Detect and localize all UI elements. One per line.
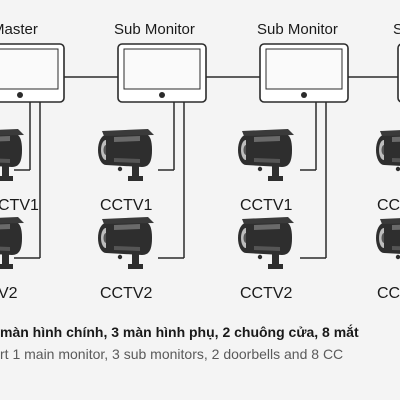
cctv2-label-sub1: CCTV2 bbox=[100, 285, 153, 302]
cctv1-label-sub1: CCTV1 bbox=[100, 197, 153, 214]
sub-monitor-3: S bbox=[393, 21, 400, 103]
cctv-camera-icon bbox=[238, 217, 294, 269]
cctv2-label-sub2: CCTV2 bbox=[240, 285, 293, 302]
svg-text:S: S bbox=[393, 21, 400, 38]
cctv-camera-icon bbox=[238, 129, 294, 181]
cctv-camera-icon bbox=[376, 217, 400, 269]
cctv-camera-icon bbox=[98, 217, 154, 269]
cctv2-label-master: V2 bbox=[0, 285, 18, 302]
master-label: Master bbox=[0, 21, 38, 38]
cctv-camera-icon bbox=[98, 129, 154, 181]
cctv-camera-icon bbox=[376, 129, 400, 181]
cctv1-label-master: CTV1 bbox=[0, 197, 39, 214]
master-monitor: Master bbox=[0, 21, 65, 103]
sub-monitor-2: Sub Monitor bbox=[257, 21, 349, 103]
sub-monitor-2-label: Sub Monitor bbox=[257, 21, 338, 38]
cctv-camera-icon bbox=[0, 129, 24, 181]
cctv1-label-sub3: CC bbox=[377, 197, 400, 214]
cctv-camera-icon bbox=[0, 217, 24, 269]
sub-monitor-1-label: Sub Monitor bbox=[114, 21, 195, 38]
caption-vietnamese: màn hình chính, 3 màn hình phụ, 2 chuông… bbox=[0, 324, 359, 340]
sub-monitor-1: Sub Monitor bbox=[114, 21, 207, 103]
cctv1-label-sub2: CCTV1 bbox=[240, 197, 293, 214]
caption-english: rt 1 main monitor, 3 sub monitors, 2 doo… bbox=[0, 346, 344, 362]
cctv2-label-sub3: CC bbox=[377, 285, 400, 302]
